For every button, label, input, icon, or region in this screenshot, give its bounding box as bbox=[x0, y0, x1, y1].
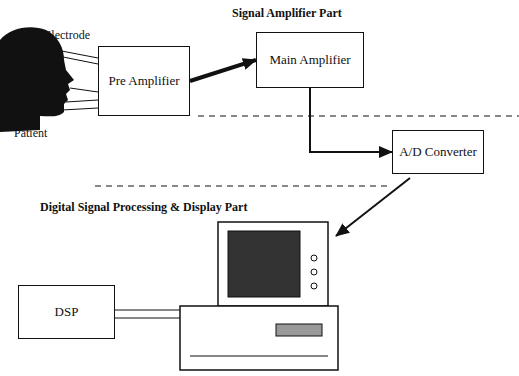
process-box: Pre Amplifier bbox=[98, 46, 190, 116]
section-title: Signal Amplifier Part bbox=[232, 6, 342, 21]
dsp-cable bbox=[115, 310, 180, 318]
process-box: DSP bbox=[18, 285, 115, 339]
section-divider bbox=[95, 186, 390, 187]
data-arrow bbox=[336, 178, 410, 236]
process-box: A/D Converter bbox=[392, 130, 484, 174]
part-label: Patient bbox=[14, 126, 47, 141]
box-label: Main Amplifier bbox=[269, 52, 350, 68]
section-divider bbox=[198, 116, 519, 117]
section-title: Digital Signal Processing & Display Part bbox=[40, 200, 247, 215]
signal-arrow bbox=[190, 60, 256, 81]
part-label: Electrode bbox=[44, 28, 90, 43]
box-label: Pre Amplifier bbox=[108, 73, 179, 89]
signal-arrow bbox=[310, 88, 392, 152]
box-label: DSP bbox=[55, 304, 79, 320]
process-box: Main Amplifier bbox=[256, 32, 364, 88]
electrode-wires bbox=[46, 48, 98, 110]
computer-icon bbox=[180, 222, 338, 370]
patient-head bbox=[0, 27, 74, 132]
box-label: A/D Converter bbox=[399, 144, 477, 160]
